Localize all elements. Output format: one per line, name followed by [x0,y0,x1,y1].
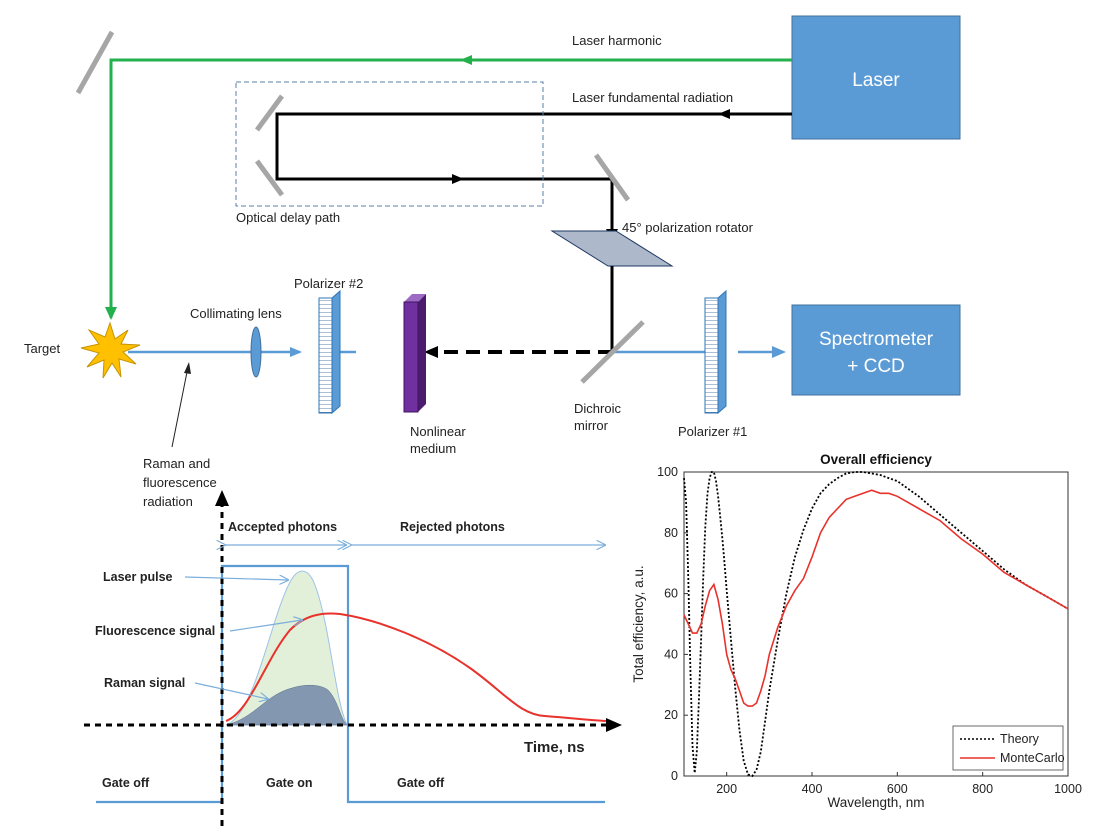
spectrometer-box [791,304,961,396]
gate-on-label: Gate on [266,776,313,790]
nonlinear-label-line1: Nonlinear [410,424,466,439]
legend-theory-label: Theory [1000,732,1040,746]
gate-off-left-label: Gate off [102,776,150,790]
raman-pointer-head [184,362,191,374]
raman-signal-label: Raman signal [104,676,185,690]
vertical-axis-arrowhead [215,490,229,506]
polarizer-2-side [331,289,341,415]
y-tick-label: 20 [664,708,678,722]
laser-pulse-label: Laser pulse [103,570,173,584]
laser-pulse-pointer [184,577,288,580]
time-axis-arrowhead [606,718,622,732]
polarization-rotator [550,230,674,267]
fluorescence-signal-label: Fluorescence signal [95,624,215,638]
fundamental-arrowhead-2 [452,174,464,184]
y-tick-label: 80 [664,526,678,540]
raman-label-line1: Raman and [143,456,210,471]
fundamental-beam [275,112,792,238]
raman-pointer [171,366,189,448]
time-axis-label: Time, ns [524,739,585,756]
collimating-lens-label: Collimating lens [190,306,282,321]
polarization-rotator-label: 45° polarization rotator [622,220,754,235]
chart-title: Overall efficiency [820,452,932,467]
polarizer-1-label: Polarizer #1 [678,424,747,439]
accepted-photons-label: Accepted photons [228,520,337,534]
series-line-montecarlo [683,489,1069,707]
upper-right-mirror [593,153,631,202]
fluorescence-pointer [229,620,302,632]
laser-harmonic-label: Laser harmonic [572,33,662,48]
series-line-theory [683,471,1069,778]
nonlinear-medium-side [404,294,426,302]
target-star [80,321,141,379]
spectrometer-label-line1: Spectrometer [819,329,934,350]
x-tick-label: 200 [716,782,737,796]
nonlinear-medium [403,301,419,413]
y-tick-label: 100 [657,465,678,479]
dichroic-label-line1: Dichroic [574,401,621,416]
dashed-beam-arrowhead [424,346,438,358]
chart-y-axis-label: Total efficiency, a.u. [631,565,646,682]
top-left-mirror [75,30,115,95]
raman-beam-arrow1 [290,347,302,357]
chart-legend [952,725,1064,771]
raman-signal-pointer [194,682,268,699]
x-tick-label: 1000 [1054,782,1082,796]
gate-waveform [96,564,605,804]
harmonic-arrowhead [460,55,472,65]
optical-delay-box [235,81,544,207]
raman-signal-shape [225,685,348,726]
x-tick-label: 400 [802,782,823,796]
x-tick-label: 800 [972,782,993,796]
x-tick-label: 600 [887,782,908,796]
chart-x-axis-label: Wavelength, nm [827,795,924,810]
efficiency-chart: 200 400 600 800 1000 0 20 40 60 80 100 Overall eff… [631,452,1082,810]
y-tick-label: 0 [671,769,678,783]
legend-montecarlo-label: MonteCarlo [1000,751,1065,765]
dichroic-mirror [580,320,645,384]
y-tick-label: 40 [664,647,678,661]
timing-diagram: Accepted photons Rejected photons Laser … [84,490,622,826]
nonlinear-medium-right [418,294,426,412]
fundamental-arrowhead-1 [718,109,730,119]
polarizer-1-side [717,289,727,415]
target-label: Target [24,341,61,356]
raman-label-line3: radiation [143,494,193,509]
y-tick-label: 60 [664,587,678,601]
spectrometer-label-line2: + CCD [847,356,905,377]
laser-box [791,15,961,140]
delay-mirror-bottom [254,159,285,197]
dichroic-label-line2: mirror [574,418,609,433]
chart-plot-area [683,471,1069,777]
harmonic-down-arrowhead [105,307,117,320]
fluorescence-curve [225,612,607,722]
rejected-photons-label: Rejected photons [400,520,505,534]
polarizer-2-label: Polarizer #2 [294,276,363,291]
polarizer-1 [704,297,719,414]
laser-fundamental-label: Laser fundamental radiation [572,90,733,105]
optical-delay-label: Optical delay path [236,210,340,225]
gate-off-right-label: Gate off [397,776,445,790]
delay-mirror-top [254,94,285,132]
nonlinear-label-line2: medium [410,441,456,456]
polarizer-2 [318,297,333,414]
laser-label: Laser [852,70,900,91]
raman-label-line2: fluorescence [143,475,217,490]
raman-beam-arrow2 [772,346,786,358]
laser-harmonic-beam [109,58,792,318]
collimating-lens [250,326,262,378]
